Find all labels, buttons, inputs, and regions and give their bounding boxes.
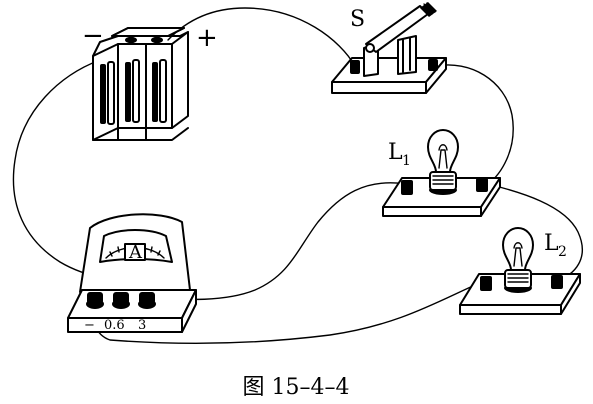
knife-switch[interactable]: S [331,2,447,94]
lamp-1[interactable]: L 1 [382,129,501,217]
ammeter-label-3: 3 [138,318,146,333]
wire-lamp1-to-lamp2 [487,183,583,282]
ammeter-label-negative: − [84,318,95,333]
lamp1-subscript: 1 [402,153,411,169]
lamp2-label: L [544,231,559,256]
figure-caption: 图 15–4–4 [243,375,350,400]
switch-label: S [350,7,365,32]
ammeter-dial-letter: A [128,242,143,263]
wire-switch-to-lamp1 [435,64,514,185]
ammeter-terminal-3[interactable] [138,292,156,309]
lamp-2[interactable]: L 2 [459,227,581,315]
battery[interactable]: − + [82,21,218,141]
ammeter-terminal-negative[interactable] [86,292,104,309]
lamp1-label: L [388,140,403,165]
wire-lamp2-to-ammeter-neg [90,280,485,344]
ammeter-terminal-0-6[interactable] [112,292,130,309]
ammeter-label-0-6: 0.6 [104,318,125,333]
lamp2-subscript: 2 [558,244,567,260]
battery-negative-sign: − [82,21,104,51]
ammeter[interactable]: A − 0.6 3 [67,213,197,333]
wire-battery-plus-to-switch [167,7,356,67]
wire-lamp1-to-ammeter [149,182,407,301]
battery-positive-sign: + [196,23,218,53]
wires [12,7,583,344]
